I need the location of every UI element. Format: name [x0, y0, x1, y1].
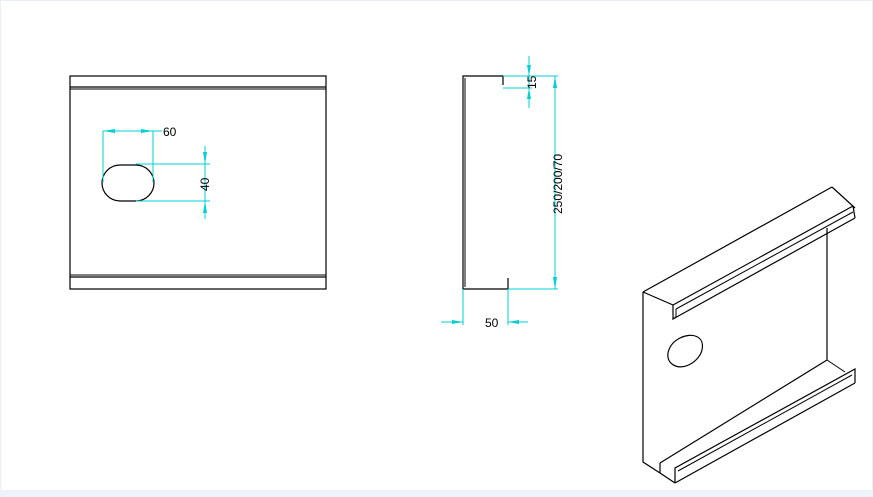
- flange-width-label: 50: [485, 316, 499, 330]
- hole-width-label: 60: [163, 125, 177, 139]
- arrow-bottom: [203, 201, 207, 213]
- arrow-flange-right: [508, 320, 519, 324]
- arrow-left: [103, 129, 115, 133]
- iso-web-left-edge: [642, 292, 661, 474]
- iso-top-back-edge: [642, 186, 833, 293]
- iso-top-lip-line: [675, 211, 854, 310]
- iso-top-flange-right: [831, 186, 856, 209]
- c-profile-outline: [462, 75, 509, 290]
- side-view: 15 250/200/70 50: [441, 56, 565, 330]
- arrow-lip-top: [527, 65, 531, 76]
- iso-slotted-hole: [667, 334, 704, 368]
- iso-bottom-flange-outer: [674, 382, 856, 484]
- iso-bottom-flange-front: [659, 472, 676, 484]
- arrow-right: [141, 129, 153, 133]
- iso-bottom-lip: [674, 367, 856, 483]
- hole-height-label: 40: [198, 177, 212, 191]
- lip-depth-label: 15: [525, 75, 539, 89]
- iso-bottom-inner: [659, 359, 828, 464]
- front-view-outline: [69, 75, 327, 290]
- height-label: 250/200/70: [551, 154, 565, 214]
- iso-top-flange-outer: [672, 205, 854, 306]
- iso-top-lip-bottom: [672, 217, 856, 320]
- slotted-hole: [101, 164, 155, 202]
- bottom-strip: [0, 490, 873, 497]
- iso-bottom-lip-line: [677, 374, 853, 472]
- iso-top-flange-front: [642, 291, 674, 306]
- arrow-lip-bottom: [527, 88, 531, 99]
- front-view: 60 40: [69, 75, 327, 290]
- isometric-view: [642, 186, 856, 484]
- arrow-height-top: [553, 76, 557, 88]
- iso-top-lip-end: [852, 205, 856, 219]
- arrow-flange-left: [452, 320, 463, 324]
- iso-bottom-back-edge: [826, 359, 846, 373]
- arrow-top: [203, 152, 207, 164]
- arrow-height-bottom: [553, 277, 557, 289]
